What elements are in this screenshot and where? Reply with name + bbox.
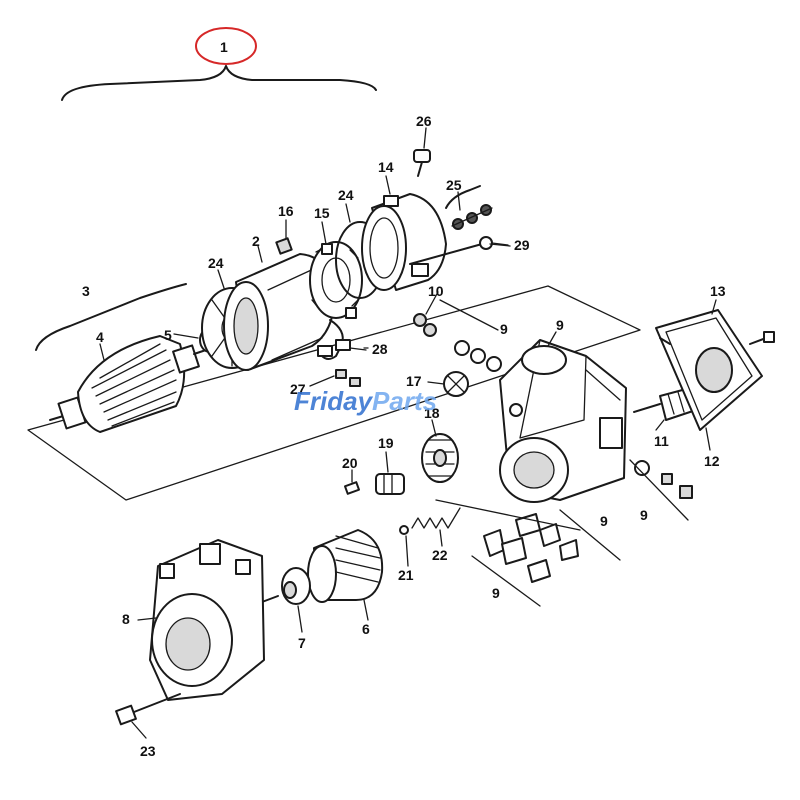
idler-gear <box>421 433 459 483</box>
brush-holder <box>309 241 363 319</box>
spring <box>411 507 461 529</box>
gear-housing <box>499 339 627 503</box>
callout-17: 17 <box>406 373 422 389</box>
brace-part-3 <box>35 283 187 351</box>
callout-25: 25 <box>446 177 462 193</box>
callout-9-top-right: 9 <box>556 317 564 333</box>
small-parts-9a <box>454 340 523 417</box>
mounting-bolt <box>115 693 181 726</box>
callout-16: 16 <box>278 203 294 219</box>
callout-28: 28 <box>372 341 388 357</box>
brush-lead <box>317 319 367 360</box>
cover-screw <box>749 331 775 345</box>
overrunning-clutch <box>307 529 384 603</box>
callout-9-center: 9 <box>600 513 608 529</box>
watermark-part1: Friday <box>294 386 374 416</box>
armature-group-outline <box>27 285 641 501</box>
pinion-gear <box>443 371 469 397</box>
nut <box>275 237 293 255</box>
watermark-part2: Parts <box>372 386 437 416</box>
callout-24-right: 24 <box>338 187 354 203</box>
callout-9-top-left: 9 <box>500 321 508 337</box>
callout-19: 19 <box>378 435 394 451</box>
callout-11: 11 <box>654 433 669 449</box>
steel-ball <box>399 525 409 535</box>
through-bolt <box>409 236 509 265</box>
callout-10: 10 <box>428 283 444 299</box>
callout-2: 2 <box>252 233 260 249</box>
callout-6: 6 <box>362 621 370 637</box>
callout-3: 3 <box>82 283 90 299</box>
roller-bearing <box>375 473 405 495</box>
screw-set <box>451 204 493 230</box>
callout-23: 23 <box>140 743 156 759</box>
callout-14: 14 <box>378 159 394 175</box>
callout-9-bottom: 9 <box>492 585 500 601</box>
callout-12: 12 <box>704 453 720 469</box>
callout-27: 27 <box>290 381 306 397</box>
callout-13: 13 <box>710 283 726 299</box>
callout-21: 21 <box>398 567 414 583</box>
armature <box>49 335 207 433</box>
pin <box>343 481 361 495</box>
brace-part-25 <box>445 185 481 209</box>
cap-screw <box>413 149 431 177</box>
watermark: FridayParts <box>294 386 437 416</box>
callout-1: 1 <box>220 39 228 55</box>
callout-7: 7 <box>298 635 306 651</box>
end-cover <box>361 193 447 291</box>
leader-lines <box>99 127 717 739</box>
callout-15: 15 <box>314 205 330 221</box>
callout-8: 8 <box>122 611 130 627</box>
callout-24-left: 24 <box>208 255 224 271</box>
callout-9-right: 9 <box>640 507 648 523</box>
brace-part-1 <box>61 65 377 101</box>
cover-plate <box>655 309 763 431</box>
drive-pinion <box>261 567 311 605</box>
callout-20: 20 <box>342 455 358 471</box>
callout-26: 26 <box>416 113 432 129</box>
small-parts-27 <box>335 369 361 387</box>
brush-plates <box>483 513 579 583</box>
callout-29: 29 <box>514 237 530 253</box>
callout-18: 18 <box>424 405 440 421</box>
callout-5: 5 <box>164 327 172 343</box>
callout-22: 22 <box>432 547 448 563</box>
drive-housing <box>149 539 265 701</box>
callout-4: 4 <box>96 329 104 345</box>
small-parts-9b <box>634 460 693 499</box>
highlight-circle <box>195 27 257 65</box>
washers <box>413 313 437 337</box>
